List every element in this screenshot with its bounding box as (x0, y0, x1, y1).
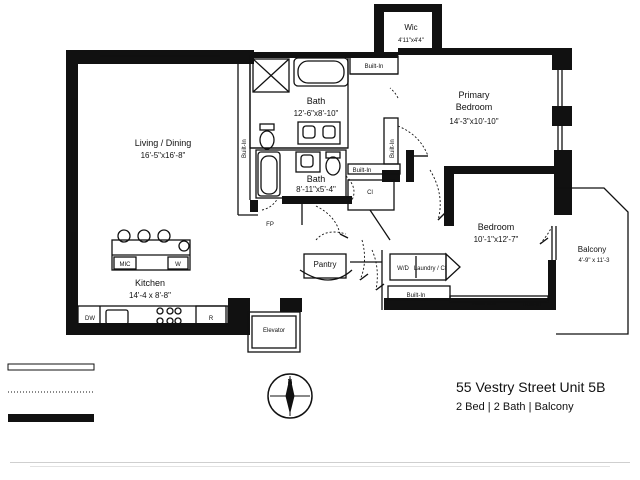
media-wall-label: Media Wall (472, 301, 497, 307)
pantry-label: Pantry (313, 260, 336, 269)
compass-icon: N (267, 373, 313, 419)
room-labels: Living / Dining 16'-5"x16'-8" Kitchen 14… (129, 23, 610, 334)
door-leaves (339, 155, 549, 291)
elevator-label: Elevator (263, 328, 285, 334)
listing-subtitle: 2 Bed | 2 Bath | Balcony (456, 401, 574, 413)
balcony-label: Balcony (578, 245, 606, 254)
living-dining-dim: 16'-5"x16'-8" (141, 151, 186, 160)
bath-label: Bath (307, 96, 326, 106)
wic-label: Wic (404, 23, 417, 32)
interior-walls (71, 55, 629, 353)
mic-label: MIC (120, 262, 132, 268)
listing-title: 55 Vestry Street Unit 5B (456, 379, 605, 395)
bath2-label: Bath (307, 174, 326, 184)
kitchen-dim: 14'-4 x 8'-8" (129, 291, 171, 300)
built-in-vertical-left-label: Built-In (242, 139, 248, 158)
bedroom-dim: 10'-1"x12'-7" (474, 235, 519, 244)
bath2-dim: 8'-11"x5'-4" (296, 185, 336, 194)
primary-bedroom-dim: 14'-3"x10'-10" (449, 117, 498, 126)
bath-dim: 12'-6"x8'-10" (294, 109, 339, 118)
built-in-top-label: Built-In (365, 64, 384, 70)
w-label: W (175, 262, 181, 268)
closet-label: Cl (367, 190, 373, 196)
fixture-labels: Built-In Built-In Built-In Built-In Buil… (85, 64, 541, 322)
door-swings (261, 87, 553, 291)
fp-label: FP (266, 222, 274, 228)
built-in-bedroom-label: Built-In (407, 293, 426, 299)
compass-n-label: N (287, 379, 292, 386)
kitchen-label: Kitchen (135, 278, 165, 288)
built-in-vertical-right-label: Built-In (390, 139, 396, 158)
primary-bedroom-label-2: Bedroom (456, 102, 493, 112)
wd-label: W/D (397, 266, 409, 272)
laundry-label: Laundry / Cl (414, 266, 446, 272)
r-label: R (209, 316, 214, 322)
exterior-walls (66, 4, 572, 335)
balcony-dim: 4'-9" x 11'-3 (579, 258, 611, 264)
primary-bedroom-label-1: Primary (459, 90, 490, 100)
built-in-small-label: Built-In (353, 168, 372, 174)
wic-dim: 4'11"x4'4" (398, 38, 424, 44)
bedroom-label: Bedroom (478, 222, 515, 232)
scan-noise (10, 462, 630, 467)
built-in-bedroom-right-label: Built-In (523, 302, 542, 308)
wall-legend (7, 363, 95, 422)
living-dining-label: Living / Dining (135, 138, 192, 148)
dw-label: DW (85, 316, 95, 322)
